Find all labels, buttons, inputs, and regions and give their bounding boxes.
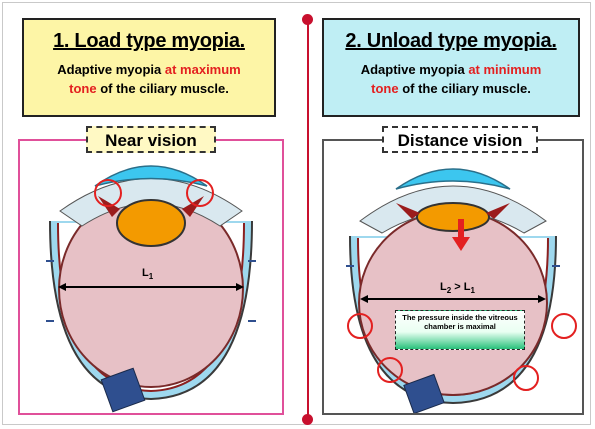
distance-vision-label: Distance vision — [382, 126, 538, 153]
load-type-subtitle: Adaptive myopia at maximum tone of the c… — [24, 60, 274, 98]
pressure-arrow-shaft — [458, 219, 464, 239]
unload-subtitle-highlight-2: tone — [371, 81, 398, 96]
unload-subtitle-text-1: Adaptive myopia — [361, 62, 469, 77]
load-type-title-box: 1. Load type myopia. Adaptive myopia at … — [22, 18, 276, 117]
lens — [417, 203, 489, 231]
distance-vision-panel: L2 > L1 — [322, 139, 584, 415]
center-divider — [307, 18, 309, 420]
unload-type-title-box: 2. Unload type myopia. Adaptive myopia a… — [322, 18, 580, 117]
pressure-note-box: The pressure inside the vitreous chamber… — [395, 310, 525, 350]
near-vision-label: Near vision — [86, 126, 216, 153]
pressure-marker-2 — [552, 314, 576, 338]
lens — [117, 200, 185, 246]
near-axial-length-label: L1 — [142, 267, 153, 281]
near-vision-panel: L1 — [18, 139, 284, 415]
load-subtitle-highlight-1: at maximum — [165, 62, 241, 77]
divider-top-dot — [302, 14, 313, 25]
load-subtitle-text-1: Adaptive myopia — [57, 62, 165, 77]
load-subtitle-text-2: of the ciliary muscle. — [97, 81, 229, 96]
load-subtitle-highlight-2: tone — [69, 81, 96, 96]
distance-vision-eye-diagram — [324, 141, 582, 413]
distance-axial-length-label: L2 > L1 — [440, 281, 475, 295]
divider-bottom-dot — [302, 414, 313, 425]
unload-type-subtitle: Adaptive myopia at minimum tone of the c… — [324, 60, 578, 98]
unload-subtitle-highlight-1: at minimum — [468, 62, 541, 77]
unload-subtitle-text-2: of the ciliary muscle. — [399, 81, 531, 96]
unload-type-title: 2. Unload type myopia. — [324, 30, 578, 53]
load-type-title: 1. Load type myopia. — [24, 30, 274, 53]
